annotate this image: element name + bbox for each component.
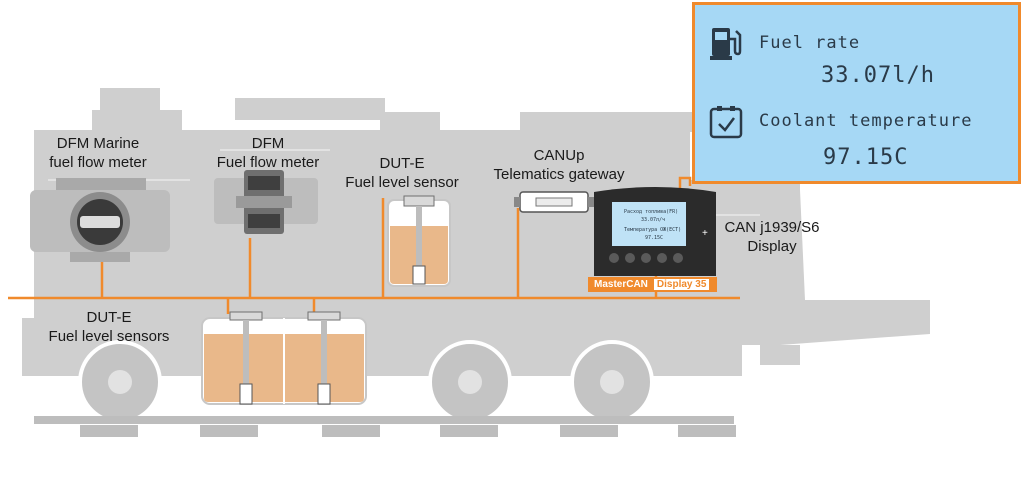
device-screen-row2-value: 97.15C bbox=[645, 235, 664, 241]
dfm-flow-meter bbox=[214, 170, 318, 234]
label-dfm: DFM Fuel flow meter bbox=[216, 135, 320, 171]
fuel-pump-icon bbox=[710, 28, 742, 60]
device-screen-row1-value: 33.07л/ч bbox=[641, 217, 666, 223]
fuel-rate-value: 33.07l/h bbox=[821, 63, 935, 88]
label-can-display: CAN j1939/S6 Display bbox=[724, 219, 820, 255]
brand-model: Display 35 bbox=[653, 279, 710, 290]
can-display-device: + bbox=[594, 187, 716, 276]
fuel-tanks-multi bbox=[201, 311, 367, 405]
mastercan-brand: MasterCAN Display 35 bbox=[588, 277, 717, 292]
svg-text:+: + bbox=[702, 228, 708, 239]
label-dut-e-multi: DUT-E Fuel level sensors bbox=[48, 309, 170, 345]
wheels bbox=[78, 340, 654, 424]
clock-icon bbox=[709, 106, 743, 139]
device-screen-row2-label: Температура ОЖ(ECT) bbox=[624, 227, 682, 233]
label-canup: CANUp Telematics gateway bbox=[493, 147, 625, 183]
fuel-rate-label: Fuel rate bbox=[759, 33, 861, 53]
label-dut-e-single: DUT-E Fuel level sensor bbox=[345, 155, 459, 191]
coolant-temperature-label: Coolant temperature bbox=[759, 111, 973, 131]
brand-name: MasterCAN bbox=[594, 279, 648, 290]
rail-track bbox=[34, 416, 736, 437]
data-bus bbox=[8, 176, 740, 314]
dfm-marine-flow-meter bbox=[30, 178, 170, 262]
fuel-tank-single bbox=[387, 195, 451, 287]
device-screen-row1-label: Расход топлива(FR) bbox=[624, 209, 679, 215]
canup-gateway-device bbox=[514, 191, 594, 213]
coolant-temperature-value: 97.15C bbox=[823, 145, 909, 170]
label-dfm-marine: DFM Marine fuel flow meter bbox=[49, 135, 147, 171]
display-readout-panel: Fuel rate 33.07l/h Coolant temperature 9… bbox=[692, 2, 1021, 184]
